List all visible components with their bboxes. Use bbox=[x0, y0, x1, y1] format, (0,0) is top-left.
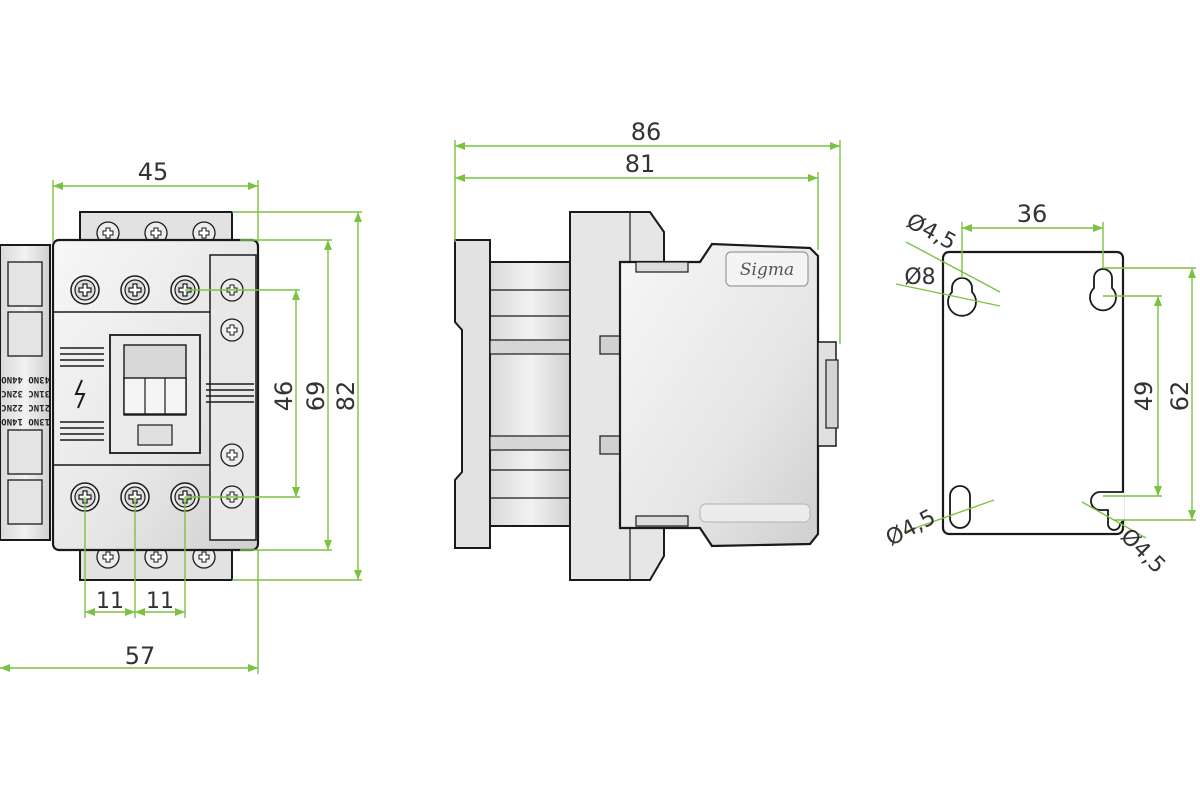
aux-label-3: 31NC 32NC bbox=[1, 388, 50, 398]
dim-hole-spacing-49: 49 bbox=[1130, 381, 1158, 412]
keyhole-right-icon bbox=[1089, 268, 1117, 312]
front-view: 13NO 14NO 21NC 22NC 31NC 32NC 43NO 44NO bbox=[0, 158, 362, 674]
plate-dimension-lines bbox=[895, 222, 1196, 539]
dim-pitch-right: 11 bbox=[146, 589, 174, 614]
front-arrowheads bbox=[0, 182, 362, 672]
actuator-slider bbox=[123, 377, 187, 415]
plate-arrowheads bbox=[962, 224, 1196, 520]
mounting-plate bbox=[941, 250, 1125, 536]
main-screw-icon bbox=[70, 275, 100, 305]
dim-height-69: 69 bbox=[302, 381, 330, 412]
dim-keyhole-diameter: Ø8 bbox=[904, 265, 935, 290]
aux-screw-icon bbox=[220, 318, 244, 342]
dim-hole-diameter-bottom-left: Ø4,5 bbox=[882, 505, 940, 552]
slot-bottom-left-icon bbox=[949, 485, 971, 529]
dim-width-57: 57 bbox=[125, 642, 156, 670]
brand-logo: Sigma bbox=[740, 260, 794, 280]
side-dimension-lines bbox=[454, 140, 841, 344]
aux-label-2: 21NC 22NC bbox=[1, 402, 50, 412]
side-view: Sigma 86 81 bbox=[454, 118, 841, 581]
voltage-icon bbox=[74, 379, 86, 409]
side-mid-body bbox=[489, 261, 573, 527]
side-cover bbox=[618, 242, 820, 548]
vent-slots-left bbox=[60, 347, 104, 441]
dim-height-82: 82 bbox=[332, 381, 360, 412]
dim-hole-diameter-bottom-right: Ø4,5 bbox=[1115, 524, 1170, 579]
brand-logo-plate bbox=[725, 251, 809, 287]
dim-hole-diameter-top: Ø4,5 bbox=[902, 209, 960, 256]
main-screw-icon bbox=[120, 275, 150, 305]
din-rail-clip bbox=[454, 239, 491, 549]
aux-screw-icon bbox=[220, 443, 244, 467]
dim-hole-spacing-62: 62 bbox=[1166, 381, 1194, 412]
dim-hole-spacing-36: 36 bbox=[1017, 200, 1048, 228]
dim-depth-81: 81 bbox=[625, 150, 656, 178]
aux-label-4: 43NO 44NO bbox=[1, 374, 50, 384]
aux-label-1: 13NO 14NO bbox=[1, 416, 50, 426]
dim-depth-86: 86 bbox=[631, 118, 662, 146]
auxiliary-contact-block: 13NO 14NO 21NC 22NC 31NC 32NC 43NO 44NO bbox=[0, 244, 51, 541]
vent-slots-right bbox=[206, 383, 254, 403]
mounting-plate-view: 36 49 62 Ø4,5 Ø8 Ø4,5 Ø4,5 bbox=[882, 200, 1196, 579]
dim-width-45: 45 bbox=[138, 158, 169, 186]
dim-pitch-left: 11 bbox=[96, 589, 124, 614]
dim-height-46: 46 bbox=[270, 381, 298, 412]
front-dimension-lines bbox=[0, 180, 362, 674]
keyhole-left-icon bbox=[947, 277, 977, 317]
side-arrowheads bbox=[455, 142, 840, 182]
